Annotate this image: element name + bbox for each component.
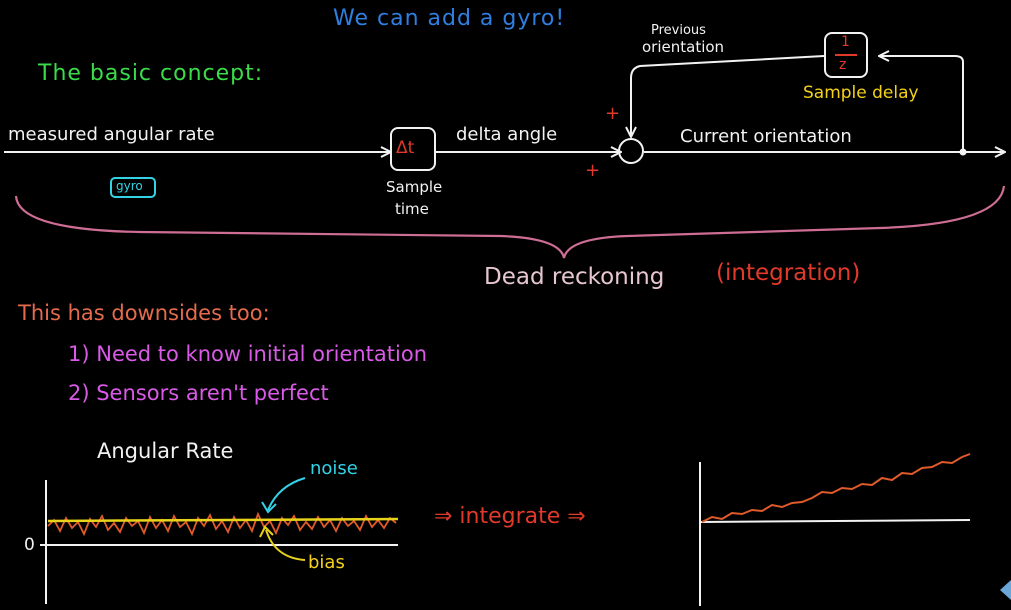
- slide-title: We can add a gyro!: [333, 6, 566, 31]
- delay-denominator: z: [839, 57, 847, 73]
- integration-label: (integration): [716, 260, 861, 286]
- gyro-tag-box: [110, 177, 156, 198]
- gyro-tag: gyro: [116, 179, 143, 193]
- summing-junction: [618, 138, 644, 164]
- previous-label-line2: orientation: [642, 38, 725, 56]
- feedback-branch: [880, 56, 964, 152]
- plus-bottom: +: [585, 160, 601, 181]
- downside-item-1: 1) Need to know initial orientation: [68, 342, 428, 366]
- integrated-trace: [701, 453, 971, 523]
- sample-time-block: [390, 127, 436, 171]
- feedback-return: [631, 55, 825, 136]
- noise-callout: [267, 477, 306, 511]
- branch-point: [959, 148, 967, 156]
- dead-reckoning-label: Dead reckoning: [484, 264, 665, 290]
- noise-label: noise: [310, 458, 358, 479]
- sample-time-caption-line2: time: [395, 200, 429, 218]
- sample-time-symbol: Δt: [396, 138, 415, 158]
- sample-time-caption-line1: Sample: [386, 178, 443, 196]
- angle-plot-zero-line: [699, 519, 971, 523]
- bias-label: bias: [308, 552, 345, 573]
- bias-line: [47, 517, 399, 523]
- sample-delay-caption: Sample delay: [803, 83, 919, 103]
- angular-rate-plot-title: Angular Rate: [97, 439, 234, 463]
- bias-callout: [265, 529, 306, 561]
- noise-callout-head: [261, 501, 277, 514]
- delta-angle-label: delta angle: [456, 124, 558, 145]
- downside-item-2: 2) Sensors aren't perfect: [68, 381, 329, 405]
- corner-nub: [1000, 580, 1011, 600]
- concept-heading: The basic concept:: [38, 61, 264, 86]
- integrate-label: ⇒ integrate ⇒: [434, 504, 586, 529]
- delay-numerator: 1: [841, 34, 850, 50]
- previous-label-line1: Previous: [651, 23, 706, 38]
- plus-top: +: [605, 103, 621, 124]
- downsides-heading: This has downsides too:: [18, 301, 270, 325]
- sample-delay-block: [824, 32, 868, 78]
- bias-callout-head: [259, 525, 274, 538]
- noise-trace: [47, 511, 397, 537]
- input-label: measured angular rate: [8, 124, 215, 145]
- dead-reckoning-brace: [14, 185, 1006, 259]
- current-orientation-label: Current orientation: [680, 126, 852, 147]
- zero-label: 0: [24, 535, 35, 555]
